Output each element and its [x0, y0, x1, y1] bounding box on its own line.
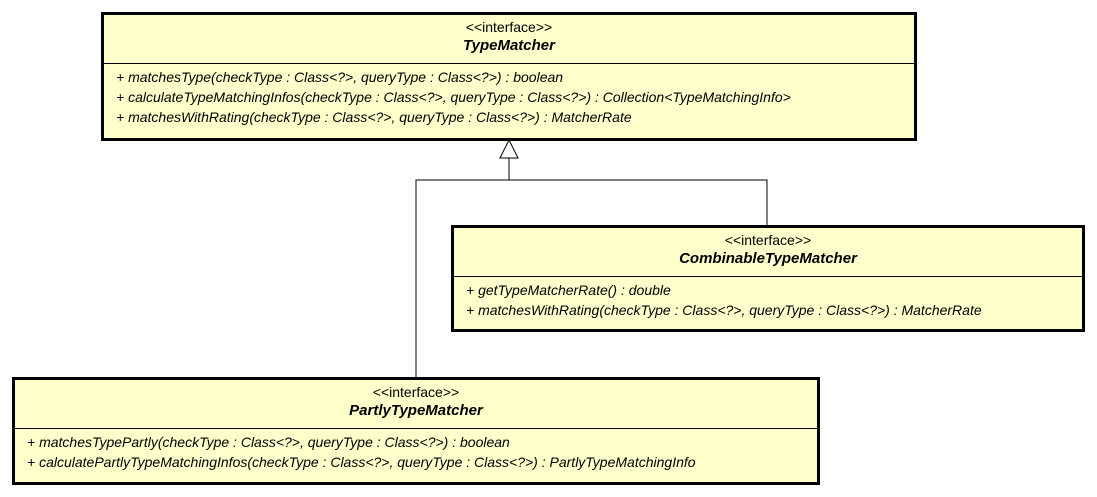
type-matcher-method: + matchesWithRating(checkType : Class<?>… [116, 109, 632, 125]
partly-type-matcher-method: + matchesTypePartly(checkType : Class<?>… [27, 434, 510, 450]
partly-type-matcher-name: PartlyTypeMatcher [349, 402, 483, 419]
partly-type-matcher-stereotype: <<interface>> [372, 384, 460, 400]
combinable-type-matcher-name: CombinableTypeMatcher [679, 250, 857, 267]
generalization-arrowhead [499, 138, 519, 159]
type-matcher-interface[interactable]: <<interface>> TypeMatcher + matchesType(… [101, 12, 917, 141]
combinable-type-matcher-method: + getTypeMatcherRate() : double [466, 282, 671, 298]
partly-type-matcher-interface[interactable]: <<interface>> PartlyTypeMatcher + matche… [12, 377, 820, 485]
type-matcher-method: + calculateTypeMatchingInfos(checkType :… [116, 89, 791, 105]
partly-type-matcher-method: + calculatePartlyTypeMatchingInfos(check… [27, 454, 696, 470]
type-matcher-stereotype: <<interface>> [465, 19, 553, 35]
combinable-type-matcher-divider [454, 276, 1082, 277]
generalization-line-partly [415, 158, 510, 379]
combinable-type-matcher-method: + matchesWithRating(checkType : Class<?>… [466, 302, 982, 318]
type-matcher-method: + matchesType(checkType : Class<?>, quer… [116, 69, 564, 85]
combinable-type-matcher-interface[interactable]: <<interface>> CombinableTypeMatcher + ge… [451, 225, 1085, 332]
generalization-line-combinable [508, 158, 768, 226]
combinable-type-matcher-stereotype: <<interface>> [724, 232, 812, 248]
type-matcher-divider [104, 63, 914, 64]
partly-type-matcher-divider [15, 428, 817, 429]
type-matcher-name: TypeMatcher [463, 37, 555, 54]
